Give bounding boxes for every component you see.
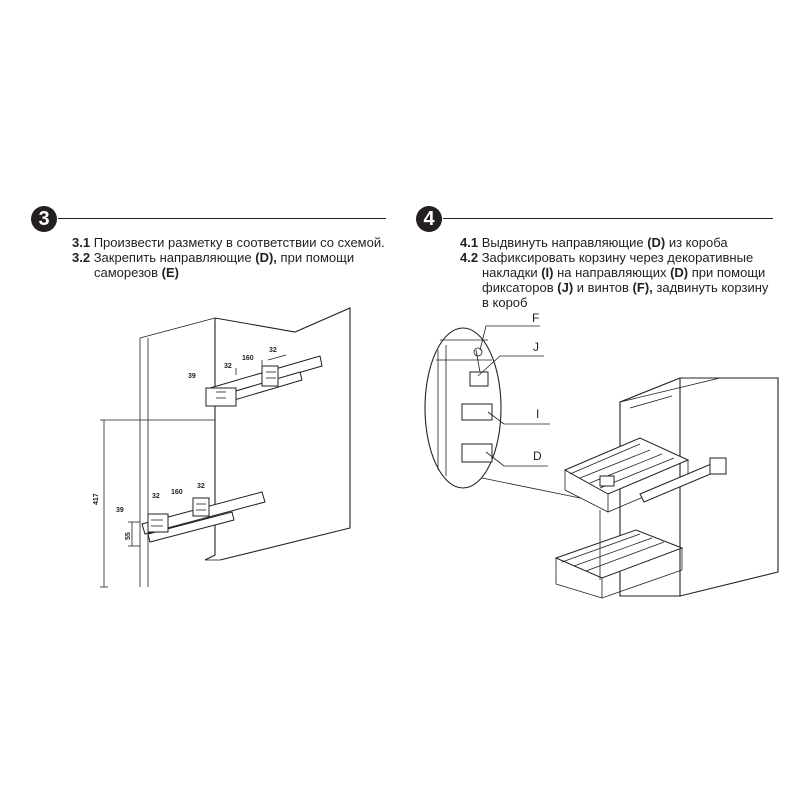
part-reference: (E) <box>161 265 179 280</box>
step-4-2-text-cont-1: накладки (I) на направляющих (D) при пом… <box>482 265 766 280</box>
part-reference: (D) <box>670 265 689 280</box>
diagram-3-cabinet: 417 <box>93 307 351 588</box>
top-rail-dim-160: 160 <box>242 355 254 362</box>
step-4-1-text: Выдвинуть направляющие (D) из короба <box>481 235 728 250</box>
bottom-rail-dim-160: 160 <box>171 489 183 496</box>
part-reference: (D), <box>255 250 277 265</box>
top-rail-dim-32a: 32 <box>224 363 232 370</box>
step-4-1-line: 4.1 Выдвинуть направляющие (D) из короба <box>460 235 768 250</box>
part-reference: (D) <box>647 235 666 250</box>
step-3-badge: 3 <box>31 206 57 232</box>
part-reference: (F), <box>632 280 653 295</box>
diagram-3-bottom-rail <box>128 491 266 547</box>
step-4-1-number: 4.1 <box>460 235 479 250</box>
step-4-2-number: 4.2 <box>460 250 479 265</box>
step-3-rule <box>58 218 386 219</box>
top-rail-dim-39: 39 <box>188 373 196 380</box>
step-3-2-line: 3.2 Закрепить направляющие (D), при помо… <box>72 250 385 265</box>
step-3-2-text: Закрепить направляющие (D), при помощи <box>93 250 355 265</box>
part-reference: (I) <box>541 265 554 280</box>
bottom-rail-dim-32a: 32 <box>152 493 160 500</box>
step-3-2-number: 3.2 <box>72 250 91 265</box>
diagram-4-lower-basket <box>554 510 684 599</box>
callout-J: J <box>533 340 539 354</box>
callout-I: I <box>536 407 539 421</box>
step-4-2-text: Зафиксировать корзину через декоративные <box>481 250 754 265</box>
step-3-1-number: 3.1 <box>72 235 91 250</box>
bottom-rail-dim-39: 39 <box>116 507 124 514</box>
diagram-4-upper-basket <box>563 437 727 513</box>
step-3-2-text-cont: саморезов (E) <box>94 265 179 280</box>
step-3-1-text: Произвести разметку в соответствии со сх… <box>93 235 385 250</box>
diagram-3-top-rail <box>205 354 323 407</box>
step-4-2-line: 4.2 Зафиксировать корзину через декорати… <box>460 250 768 265</box>
bottom-rail-dim-32b: 32 <box>197 483 205 490</box>
height-dim-label: 417 <box>93 493 100 505</box>
bottom-offset-dim-label: 55 <box>125 532 132 540</box>
top-rail-dim-32b: 32 <box>269 347 277 354</box>
step-4-instructions: 4.1 Выдвинуть направляющие (D) из короба… <box>460 235 768 310</box>
diagram-4-cabinet <box>619 377 779 597</box>
diagram-4-detail-bubble <box>424 325 581 499</box>
step-3-1-line: 3.1 Произвести разметку в соответствии с… <box>72 235 385 250</box>
callout-F: F <box>532 311 539 325</box>
step-4-2-text-cont-2: фиксаторов (J) и винтов (F), задвинуть к… <box>482 280 769 295</box>
part-reference: (J) <box>557 280 574 295</box>
step-4-2-text-cont-3: в короб <box>482 295 528 310</box>
step-4-rule <box>443 218 773 219</box>
step-4-badge: 4 <box>416 206 442 232</box>
callout-D: D <box>533 449 542 463</box>
step-3-instructions: 3.1 Произвести разметку в соответствии с… <box>72 235 385 280</box>
